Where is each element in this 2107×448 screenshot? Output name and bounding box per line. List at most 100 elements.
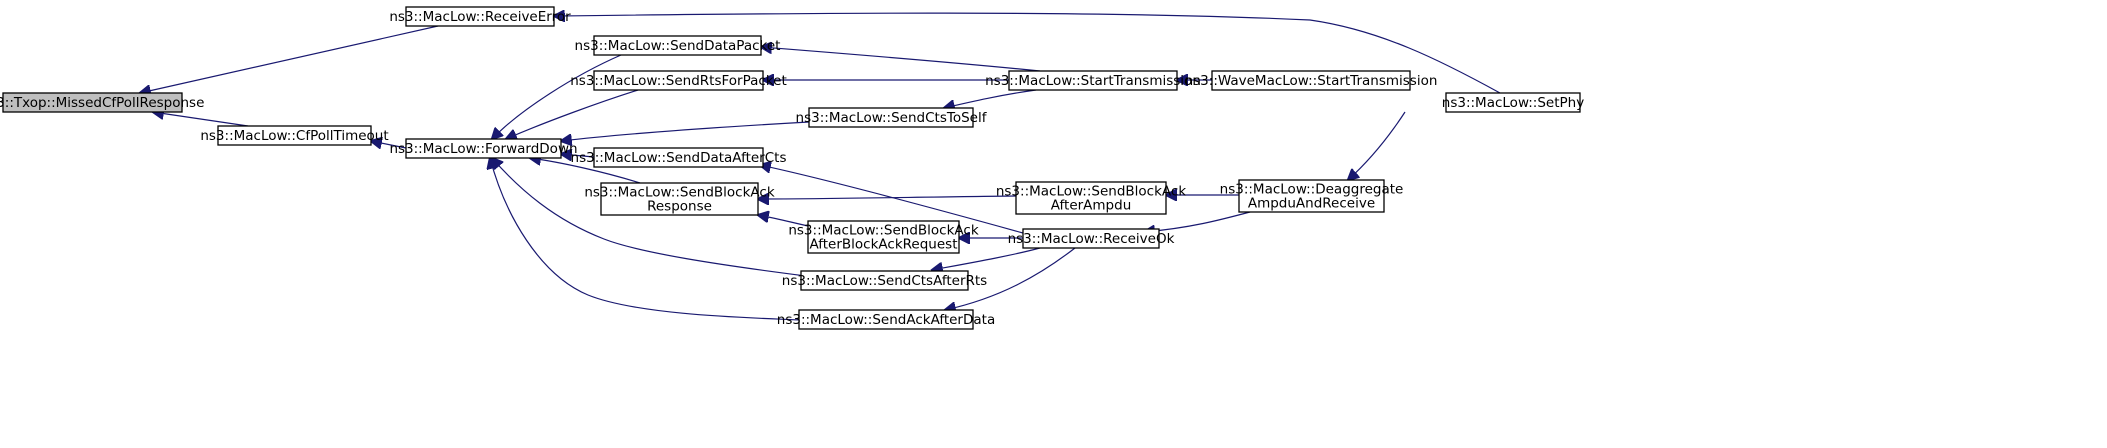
- node-label: ns3::MacLow::ReceiveError: [389, 9, 571, 25]
- edge-line: [561, 154, 595, 157]
- node-ctsafter[interactable]: ns3::MacLow::SendCtsAfterRts: [782, 270, 987, 291]
- edge-line: [140, 25, 439, 93]
- node-label: ns3::MacLow::SetPhy: [1442, 95, 1584, 111]
- node-label: AmpduAndReceive: [1248, 196, 1375, 212]
- edge-line: [932, 247, 1041, 270]
- node-box: [600, 182, 759, 216]
- node-label: ns3::WaveMacLow::StartTransmission: [1185, 73, 1438, 89]
- node-box: [593, 70, 764, 91]
- node-label: ns3::MacLow::SendRtsForPacket: [570, 73, 787, 89]
- edge-line: [945, 247, 1076, 310]
- node-missed[interactable]: ns3::Txop::MissedCfPollResponse: [0, 92, 204, 113]
- call-edge-blockresp-to-fwd: [530, 158, 641, 184]
- call-edge-dataafter-to-fwd: [561, 154, 595, 157]
- node-wave[interactable]: ns3::WaveMacLow::StartTransmission: [1185, 70, 1438, 91]
- node-box: [593, 35, 762, 56]
- node-box: [808, 107, 974, 128]
- call-edge-blockampdu-to-blockresp: [758, 196, 1017, 199]
- node-label: ns3::MacLow::StartTransmission: [985, 73, 1201, 89]
- node-box: [1015, 181, 1167, 215]
- node-box: [1211, 70, 1411, 91]
- call-edge-setphy-to-recverr: [554, 13, 1501, 94]
- call-edge-starttx-to-ctsself: [944, 89, 1037, 108]
- edge-line: [761, 47, 1041, 72]
- node-label: ns3::MacLow::CfPollTimeout: [200, 128, 388, 144]
- node-label: AfterBlockAckRequest: [809, 237, 957, 253]
- edge-line: [371, 141, 407, 148]
- edge-line: [153, 112, 249, 127]
- edge-line: [561, 121, 810, 141]
- nodes-layer: ns3::Txop::MissedCfPollResponsens3::MacL…: [0, 6, 1584, 330]
- edge-line: [554, 13, 1501, 94]
- call-edge-starttx-to-senddata: [761, 47, 1041, 72]
- node-label: ns3::MacLow::SendCtsAfterRts: [782, 273, 987, 289]
- node-cfpoll[interactable]: ns3::MacLow::CfPollTimeout: [200, 125, 389, 146]
- node-box: [2, 92, 183, 113]
- call-edge-ctsself-to-fwd: [561, 121, 810, 141]
- node-senddata[interactable]: ns3::MacLow::SendDataPacket: [575, 35, 781, 56]
- node-label: ns3::MacLow::SendDataAfterCts: [571, 150, 787, 166]
- call-edge-ctsafter-to-fwd: [492, 158, 807, 277]
- node-label: ns3::Txop::MissedCfPollResponse: [0, 95, 204, 111]
- edge-line: [944, 89, 1037, 108]
- node-setphy[interactable]: ns3::MacLow::SetPhy: [1442, 92, 1584, 113]
- call-edge-recvok-to-ackafter: [945, 247, 1076, 310]
- node-recvok[interactable]: ns3::MacLow::ReceiveOk: [1008, 228, 1175, 249]
- edge-line: [1144, 211, 1251, 232]
- node-label: ns3::MacLow::ForwardDown: [389, 141, 577, 157]
- edge-line: [758, 215, 809, 227]
- node-label: ns3::MacLow::SendAckAfterData: [777, 312, 995, 328]
- node-sendrts[interactable]: ns3::MacLow::SendRtsForPacket: [570, 70, 787, 91]
- edge-line: [758, 196, 1017, 199]
- node-box: [217, 125, 372, 146]
- node-box: [807, 220, 960, 254]
- node-box: [1445, 92, 1581, 113]
- call-edge-ackafter-to-fwd: [490, 158, 801, 321]
- edge-line: [492, 158, 807, 277]
- node-dataafter[interactable]: ns3::MacLow::SendDataAfterCts: [571, 147, 787, 168]
- node-blockbar[interactable]: ns3::MacLow::SendBlockAckAfterBlockAckRe…: [788, 220, 979, 254]
- node-label: ns3::MacLow::SendDataPacket: [575, 38, 781, 54]
- node-ackafter[interactable]: ns3::MacLow::SendAckAfterData: [777, 309, 995, 330]
- edge-line: [1348, 111, 1406, 180]
- node-label: Response: [647, 199, 712, 215]
- call-edge-recverr-to-missed: [140, 25, 439, 93]
- node-box: [405, 138, 562, 159]
- node-label: ns3::MacLow::ReceiveOk: [1008, 231, 1175, 247]
- call-edge-cfpoll-to-missed: [153, 112, 249, 127]
- call-edge-fwd-to-cfpoll: [371, 141, 407, 148]
- node-box: [798, 309, 974, 330]
- call-edge-sendrts-to-fwd: [506, 89, 639, 139]
- node-recverr[interactable]: ns3::MacLow::ReceiveError: [389, 6, 571, 27]
- edge-line: [506, 89, 639, 139]
- call-edge-recvok-to-dataafter: [760, 165, 1024, 234]
- call-edge-deagg-to-recvok: [1144, 211, 1251, 232]
- call-edge-recvok-to-ctsafter: [932, 247, 1041, 270]
- node-label: ns3::MacLow::SendCtsToSelf: [796, 110, 988, 126]
- node-label: AfterAmpdu: [1051, 198, 1132, 214]
- node-box: [1008, 70, 1178, 91]
- edge-line: [490, 158, 801, 321]
- node-box: [1238, 179, 1385, 213]
- node-label: ns3::MacLow::SendBlockAck: [584, 185, 774, 201]
- node-fwd[interactable]: ns3::MacLow::ForwardDown: [389, 138, 578, 159]
- call-edge-blockbar-to-blockresp: [758, 215, 809, 227]
- node-box: [405, 6, 555, 27]
- node-box: [1022, 228, 1160, 249]
- call-edge-senddata-to-fwd: [492, 54, 622, 139]
- call-edge-deagg-to-setphy: [1348, 111, 1406, 180]
- node-label: ns3::MacLow::Deaggregate: [1220, 182, 1404, 198]
- node-starttx[interactable]: ns3::MacLow::StartTransmission: [985, 70, 1201, 91]
- node-label: ns3::MacLow::SendBlockAck: [788, 223, 978, 239]
- node-box: [800, 270, 969, 291]
- node-box: [593, 147, 764, 168]
- node-ctsself[interactable]: ns3::MacLow::SendCtsToSelf: [796, 107, 988, 128]
- edge-line: [530, 158, 641, 184]
- node-label: ns3::MacLow::SendBlockAck: [996, 184, 1186, 200]
- edge-line: [760, 165, 1024, 234]
- edge-line: [492, 54, 622, 139]
